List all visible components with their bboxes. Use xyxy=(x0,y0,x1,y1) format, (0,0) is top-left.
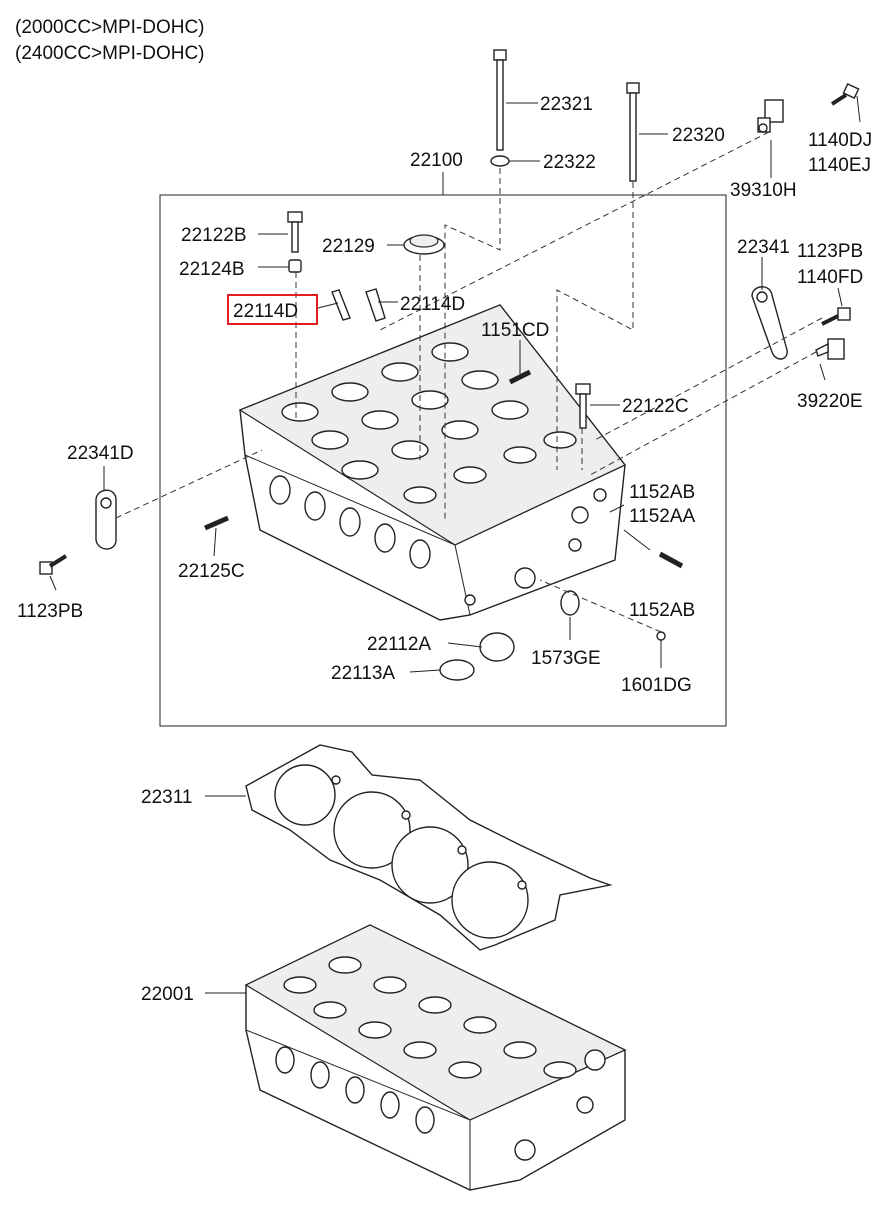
sensor-39220E xyxy=(815,338,845,360)
dowel-22124B xyxy=(288,259,302,273)
label-22320[interactable]: 22320 xyxy=(672,125,725,146)
label-22341[interactable]: 22341 xyxy=(737,237,790,258)
label-22114D-selected[interactable]: 22114D xyxy=(233,301,298,322)
label-22322[interactable]: 22322 xyxy=(543,152,596,173)
label-22321[interactable]: 22321 xyxy=(540,94,593,115)
label-1123PB-right[interactable]: 1123PB xyxy=(797,241,863,262)
label-1151CD[interactable]: 1151CD xyxy=(481,320,549,341)
head-gasket-22311 xyxy=(245,744,613,951)
label-1573GE[interactable]: 1573GE xyxy=(531,648,601,669)
label-22114D[interactable]: 22114D xyxy=(400,294,465,315)
engine-spec-line-2: (2400CC>MPI-DOHC) xyxy=(15,43,205,64)
seal-1573GE xyxy=(560,590,580,616)
label-1140EJ[interactable]: 1140EJ xyxy=(808,155,871,176)
label-22113A[interactable]: 22113A xyxy=(331,663,395,684)
label-22311[interactable]: 22311 xyxy=(141,787,192,808)
stud-22125C xyxy=(204,515,229,531)
label-1152AB-upper[interactable]: 1152AB xyxy=(629,482,695,503)
label-22129[interactable]: 22129 xyxy=(322,236,375,257)
label-39220E[interactable]: 39220E xyxy=(797,391,863,412)
plug-22129 xyxy=(403,234,445,255)
label-22112A[interactable]: 22112A xyxy=(367,634,431,655)
label-22122B[interactable]: 22122B xyxy=(181,225,247,246)
bolt-1140FD xyxy=(821,307,851,326)
selected-part-highlight xyxy=(227,294,318,325)
label-22001[interactable]: 22001 xyxy=(141,984,194,1005)
label-1152AA[interactable]: 1152AA xyxy=(629,506,696,527)
bolt-22122C xyxy=(575,383,591,429)
label-22124B[interactable]: 22124B xyxy=(179,259,245,280)
gasket-22113A xyxy=(439,659,475,681)
label-1601DG[interactable]: 1601DG xyxy=(621,675,692,696)
bolt-22122B xyxy=(287,211,303,253)
assembly-dashed-lines xyxy=(115,131,823,633)
label-22122C[interactable]: 22122C xyxy=(622,396,689,417)
label-1152AB-lower[interactable]: 1152AB xyxy=(629,600,695,621)
bracket-22341 xyxy=(751,286,788,360)
label-1140DJ[interactable]: 1140DJ xyxy=(808,130,872,151)
gasket-22112A xyxy=(479,632,515,662)
dowel-pins-22114D xyxy=(331,288,386,322)
bolt-1123PB-left xyxy=(39,554,68,575)
plug-1601DG xyxy=(656,631,666,641)
stud-1151CD xyxy=(508,369,532,385)
bracket-22341D xyxy=(95,489,117,550)
bolt-1140DJ xyxy=(830,83,860,106)
stud-1152AA xyxy=(658,551,684,569)
leader-lines xyxy=(49,95,861,994)
engine-spec-line-1: (2000CC>MPI-DOHC) xyxy=(15,17,205,38)
bolt-22321 xyxy=(493,49,507,151)
washer-22322 xyxy=(490,155,510,167)
label-22341D[interactable]: 22341D xyxy=(67,443,134,464)
label-22125C[interactable]: 22125C xyxy=(178,561,245,582)
bolt-22320 xyxy=(626,82,640,182)
label-1123PB-left[interactable]: 1123PB xyxy=(17,601,83,622)
part-labels: 22321 22322 22320 22100 1140DJ 1140EJ 39… xyxy=(17,94,872,1005)
label-22100[interactable]: 22100 xyxy=(410,150,463,171)
label-39310H[interactable]: 39310H xyxy=(730,180,797,201)
label-1140FD[interactable]: 1140FD xyxy=(797,267,863,288)
cylinder-head-22001 xyxy=(244,924,627,1191)
cylinder-head-drawing xyxy=(238,304,626,621)
camshaft-sensor-39310H xyxy=(757,99,784,133)
